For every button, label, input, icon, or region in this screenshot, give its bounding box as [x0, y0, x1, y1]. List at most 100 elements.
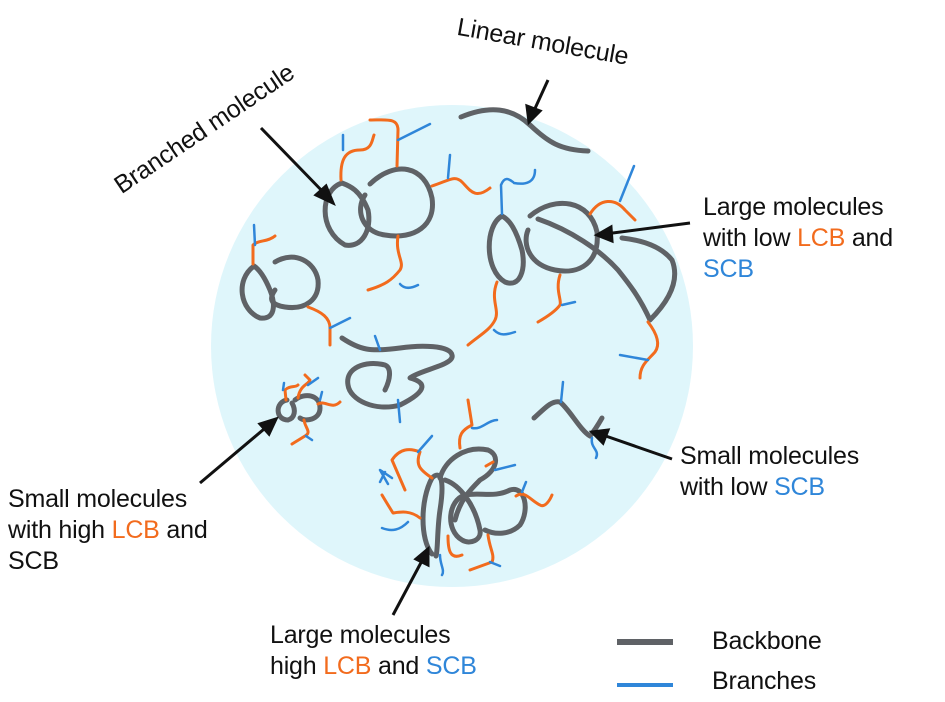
- short-chain-branch: [398, 282, 420, 290]
- label-large-low-branching: Large molecules with low LCB and SCB: [703, 192, 893, 285]
- long-chain-branch: [458, 398, 474, 450]
- scb-term: SCB: [703, 255, 754, 283]
- short-chain-branch: [318, 390, 324, 402]
- long-chain-branch: [390, 448, 434, 492]
- lcb-term: LCB: [111, 516, 160, 544]
- arrow-branched: [259, 126, 329, 198]
- short-chain-branch: [590, 436, 599, 460]
- short-chain-branch: [380, 520, 410, 532]
- short-chain-branch: [492, 328, 517, 336]
- long-chain-branch: [368, 118, 400, 168]
- short-chain-branch: [373, 334, 382, 352]
- linear-molecule-backbone: [458, 107, 591, 154]
- arrow-linear-head: [525, 103, 543, 126]
- backbone-chain: [275, 397, 297, 423]
- short-chain-branch: [252, 223, 257, 247]
- short-chain-branch: [328, 316, 352, 330]
- short-chain-branch: [488, 560, 502, 568]
- small-molecule-high-branching: [275, 373, 342, 446]
- arrow-large-low-head: [593, 224, 614, 244]
- backbone-chain: [531, 399, 605, 439]
- label-line: high LCB and SCB: [270, 652, 477, 680]
- backbone-chain: [358, 166, 435, 239]
- arrow-branched-head: [313, 183, 336, 207]
- large-molecule-low-branching: [466, 164, 678, 380]
- long-chain-branch: [366, 234, 403, 292]
- label-line: with low LCB and: [703, 224, 893, 252]
- short-chain-branch: [559, 380, 565, 404]
- arrow-small-high: [199, 422, 271, 485]
- short-chain-branch: [618, 164, 636, 203]
- scb-term: SCB: [774, 473, 825, 501]
- backbone-chain: [292, 393, 323, 423]
- lcb-term: LCB: [323, 652, 372, 680]
- branched-molecule-left: [239, 223, 352, 347]
- branched-molecule: [322, 118, 492, 292]
- scb-term: SCB: [425, 652, 477, 680]
- arrow-small-low: [599, 432, 673, 461]
- label-large-high-branching: Large molecules high LCB and SCB: [270, 620, 477, 682]
- middle-molecule: [339, 334, 455, 424]
- long-chain-branch: [251, 234, 277, 266]
- annotation-arrows: [199, 79, 691, 616]
- backbone-chain: [322, 180, 372, 248]
- short-chain-branch: [493, 463, 517, 472]
- short-chain-branch: [304, 434, 314, 442]
- legend-backbone-label: Backbone: [712, 627, 822, 655]
- arrow-small-low-head: [588, 428, 611, 446]
- short-chain-branch: [281, 381, 286, 392]
- backbone-chain: [486, 213, 526, 286]
- long-chain-branch: [638, 320, 660, 380]
- label-line: SCB: [8, 547, 59, 575]
- lcb-term: LCB: [797, 224, 846, 252]
- melt-background-circle: [211, 105, 693, 587]
- backbone-chain: [269, 254, 321, 311]
- backbone-chain: [523, 200, 600, 274]
- short-chain-branch: [470, 418, 499, 430]
- long-chain-branch: [316, 400, 342, 407]
- label-line: Small molecules: [680, 442, 860, 470]
- small-molecule-low-branching: [531, 380, 605, 460]
- legend-branches-label: Branches: [712, 667, 817, 695]
- arrow-large-high-head: [413, 545, 430, 568]
- short-chain-branch: [618, 353, 650, 362]
- long-chain-branch: [466, 280, 499, 347]
- backbone-chain: [339, 335, 455, 410]
- short-chain-branch: [446, 153, 452, 180]
- short-chain-branch: [306, 376, 320, 387]
- long-chain-branch: [588, 200, 637, 222]
- long-chain-branch: [536, 273, 562, 324]
- short-chain-branch: [512, 168, 537, 185]
- arrow-large-high: [391, 556, 426, 616]
- short-chain-branch: [396, 398, 402, 424]
- long-chain-branch: [380, 493, 422, 520]
- label-small-high-branching: Small molecules with high LCB and SCB: [8, 484, 208, 577]
- label-line: Small molecules: [8, 485, 188, 513]
- arrow-large-low: [604, 221, 691, 236]
- long-chain-branch: [484, 460, 495, 468]
- label-line: Large molecules: [270, 621, 451, 649]
- short-chain-branch: [520, 480, 528, 494]
- long-chain-branch: [296, 373, 312, 400]
- large-molecule-high-branching: [378, 398, 554, 577]
- short-chain-branch: [560, 300, 577, 307]
- long-chain-branch: [446, 534, 464, 558]
- short-chain-branch: [438, 553, 445, 577]
- short-chain-branch: [499, 177, 515, 216]
- long-chain-branch: [514, 492, 554, 508]
- short-chain-branch: [378, 468, 394, 486]
- short-chain-branch: [416, 434, 434, 454]
- long-chain-branch: [339, 133, 376, 182]
- label-line: Large molecules: [703, 193, 884, 221]
- backbone-chain: [535, 216, 678, 323]
- backbone-chain: [239, 263, 276, 321]
- label-small-low-branching: Small molecules with low SCB: [680, 441, 859, 503]
- arrow-small-high-head: [257, 416, 279, 437]
- label-line: with low SCB: [680, 473, 825, 501]
- backbone-chain: [442, 477, 528, 545]
- short-chain-branch: [396, 122, 432, 142]
- label-line: with high LCB and: [8, 516, 208, 544]
- long-chain-branch: [283, 383, 300, 402]
